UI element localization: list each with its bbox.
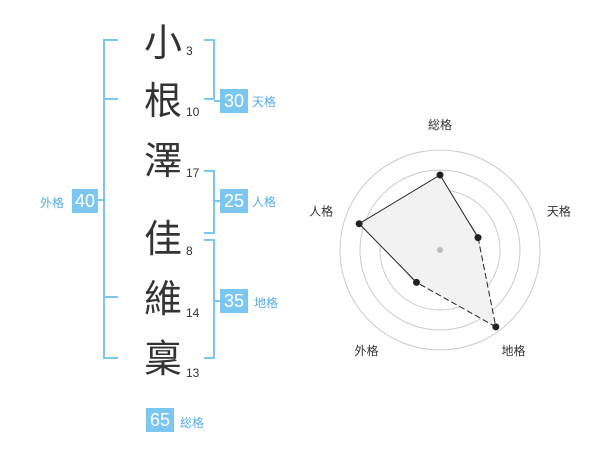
radar-edge <box>439 174 479 238</box>
name-char: 根 <box>143 79 182 123</box>
chikaku-value: 35 <box>220 289 248 313</box>
soukaku-value: 65 <box>146 408 174 432</box>
chikaku-label: 地格 <box>254 296 279 310</box>
soukaku-label: 総格 <box>180 416 205 430</box>
radar-point <box>474 234 482 242</box>
jinkaku-label: 人格 <box>252 195 277 209</box>
radar-ring <box>339 149 541 351</box>
radar-area <box>359 175 496 327</box>
gaikaku-label: 外格 <box>40 196 65 210</box>
tenkaku-value: 30 <box>220 89 248 113</box>
tenkaku-bracket <box>204 39 215 100</box>
stroke-count: 13 <box>186 366 200 380</box>
tenkaku-label: 天格 <box>252 95 277 109</box>
radar-edge <box>358 223 417 283</box>
stroke-count: 10 <box>186 105 200 119</box>
radar-axis-label: 総格 <box>428 117 452 132</box>
radar-ring <box>359 169 521 331</box>
radar-point <box>436 171 444 179</box>
radar-point <box>355 220 363 228</box>
radar-axis-label: 天格 <box>547 203 571 218</box>
stroke-count: 14 <box>186 306 200 320</box>
radar-edge <box>358 174 441 225</box>
radar-center-dot <box>437 247 443 253</box>
gaikaku-value: 40 <box>72 189 98 213</box>
chikaku-bracket <box>204 239 215 359</box>
stroke-count: 3 <box>186 44 193 58</box>
radar-point <box>492 323 500 331</box>
name-char: 小 <box>143 21 182 65</box>
stroke-count: 8 <box>186 244 193 258</box>
radar-axis-label: 人格 <box>309 203 333 218</box>
radar-edge <box>477 237 497 327</box>
radar-point <box>412 278 420 286</box>
name-char: 澤 <box>143 139 182 183</box>
name-char: 佳 <box>143 217 182 261</box>
radar-axis-label: 外格 <box>355 343 379 358</box>
radar-axis-label: 地格 <box>501 343 525 358</box>
name-char: 維 <box>143 277 182 321</box>
jinkaku-value: 25 <box>220 189 248 213</box>
stroke-count: 17 <box>186 166 200 180</box>
name-char: 稟 <box>143 337 182 381</box>
radar-edge <box>416 281 497 328</box>
